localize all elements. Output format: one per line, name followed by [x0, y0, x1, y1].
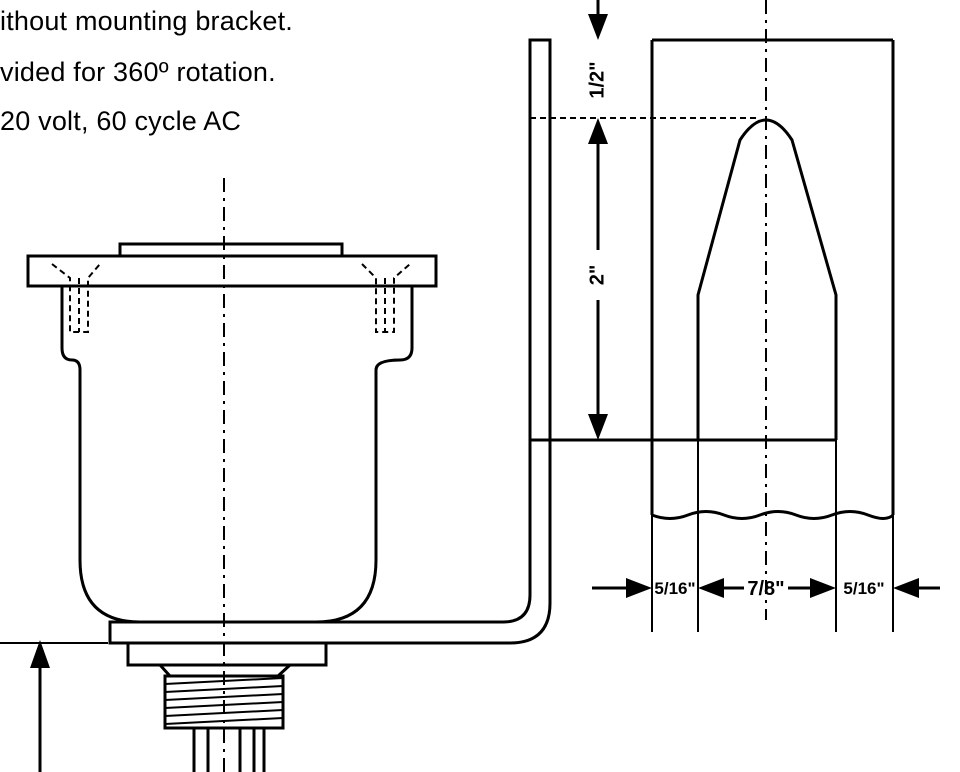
- dim-left-margin: 5/16": [654, 579, 695, 598]
- dim-right-margin: 5/16": [843, 579, 884, 598]
- dim-slot-height: 2": [586, 265, 608, 286]
- note-line-2: vided for 360º rotation.: [0, 57, 276, 87]
- canister-body: [26, 178, 438, 772]
- nut-and-stem: [126, 641, 328, 772]
- vertical-dimensions: [588, 0, 608, 440]
- dim-slot-width: 7/8": [747, 578, 784, 600]
- left-height-dimension: [0, 640, 108, 772]
- note-line-3: 20 volt, 60 cycle AC: [0, 106, 242, 136]
- horizontal-dimensions: [592, 578, 940, 598]
- dim-top-gap: 1/2": [586, 61, 608, 98]
- note-line-1: ithout mounting bracket.: [0, 6, 293, 36]
- mounting-bracket: [108, 38, 552, 645]
- slot-detail: [530, 0, 895, 632]
